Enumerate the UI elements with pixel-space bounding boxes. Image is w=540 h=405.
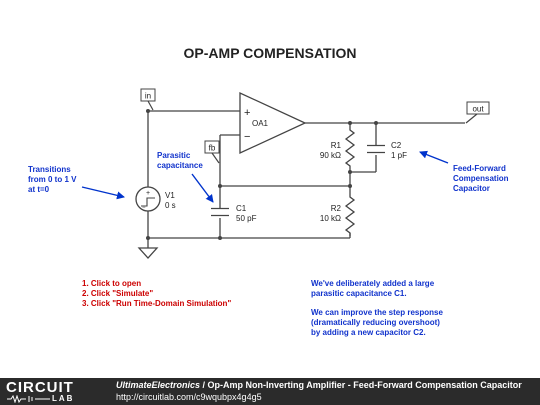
- svg-text:Transitions: Transitions: [28, 165, 71, 174]
- opamp-oa1[interactable]: + − OA1: [239, 91, 307, 155]
- v1-plus-sign: +: [146, 190, 150, 197]
- svg-text:parasitic capacitance C1.: parasitic capacitance C1.: [311, 289, 407, 298]
- title-separator: /: [200, 380, 208, 390]
- instruction-simulate: 2. Click "Simulate": [82, 289, 153, 298]
- v1-name: V1: [165, 191, 175, 200]
- voltage-source-v1[interactable]: + − V1 0 s: [135, 186, 176, 212]
- schematic-title: OP-AMP COMPENSATION: [184, 45, 357, 61]
- logo-text-bottom: LAB: [52, 394, 75, 403]
- logo-wave-icon: [7, 395, 50, 403]
- svg-text:from 0 to 1 V: from 0 to 1 V: [28, 175, 77, 184]
- r1-name: R1: [331, 141, 342, 150]
- arrow-icon: [81, 186, 125, 200]
- logo-text-top: CIRCUIT: [6, 379, 74, 396]
- arrow-icon: [191, 173, 214, 203]
- annotation-parasitic: Parasitic capacitance: [157, 151, 203, 170]
- svg-text:Parasitic: Parasitic: [157, 151, 191, 160]
- node-fb-label: fb: [204, 140, 220, 164]
- svg-text:fb: fb: [209, 144, 216, 153]
- junction-dots: [146, 109, 378, 240]
- annotation-transitions: Transitions from 0 to 1 V at t=0: [28, 165, 77, 194]
- r1-value: 90 kΩ: [320, 151, 341, 160]
- svg-text:capacitance: capacitance: [157, 161, 203, 170]
- circuitlab-logo[interactable]: CIRCUIT LAB: [6, 380, 92, 403]
- circuit-title: Op-Amp Non-Inverting Amplifier - Feed-Fo…: [207, 380, 522, 390]
- svg-text:in: in: [145, 92, 151, 101]
- c2-value: 1 pF: [391, 151, 407, 160]
- r2-name: R2: [331, 204, 342, 213]
- instruction-open: 1. Click to open: [82, 279, 141, 288]
- svg-text:Compensation: Compensation: [453, 174, 509, 183]
- author-link[interactable]: UltimateElectronics: [116, 380, 201, 390]
- opamp-minus-terminal: −: [244, 131, 250, 143]
- c2-name: C2: [391, 141, 402, 150]
- resistor-r1[interactable]: R1 90 kΩ: [320, 126, 356, 170]
- instructions-list: 1. Click to open 2. Click "Simulate" 3. …: [82, 279, 231, 308]
- svg-text:(dramatically reducing oversho: (dramatically reducing overshoot): [311, 318, 440, 327]
- svg-text:We can improve the step respon: We can improve the step response: [311, 308, 443, 317]
- capacitor-c1[interactable]: C1 50 pF: [209, 204, 257, 223]
- c1-name: C1: [236, 204, 247, 213]
- resistor-r2[interactable]: R2 10 kΩ: [320, 193, 356, 236]
- svg-text:out: out: [472, 105, 484, 114]
- footer-bar: CIRCUIT LAB UltimateElectronics / Op-Amp…: [0, 378, 540, 405]
- schematic-canvas: OP-AMP COMPENSATION in fb out + − OA1: [28, 45, 509, 337]
- r2-value: 10 kΩ: [320, 214, 341, 223]
- c1-value: 50 pF: [236, 214, 257, 223]
- footer-title-line: UltimateElectronics / Op-Amp Non-Inverti…: [116, 380, 522, 391]
- svg-text:by adding a new capacitor C2.: by adding a new capacitor C2.: [311, 328, 426, 337]
- node-in-label: in: [140, 88, 156, 111]
- v1-minus-sign: −: [142, 205, 146, 211]
- svg-text:at t=0: at t=0: [28, 185, 50, 194]
- svg-text:We've deliberately added a lar: We've deliberately added a large: [311, 279, 435, 288]
- step-waveform-icon: [141, 197, 155, 207]
- annotation-feedforward: Feed-Forward Compensation Capacitor: [453, 164, 509, 193]
- svg-text:Feed-Forward: Feed-Forward: [453, 164, 506, 173]
- capacitor-c2[interactable]: C2 1 pF: [365, 141, 407, 160]
- arrow-icon: [419, 150, 449, 164]
- opamp-plus-terminal: +: [244, 107, 250, 119]
- v1-value: 0 s: [165, 201, 176, 210]
- opamp-name: OA1: [252, 119, 269, 128]
- ground-symbol: [137, 247, 159, 259]
- circuit-url-link[interactable]: http://circuitlab.com/c9wqubpx4g4g5: [116, 392, 262, 402]
- node-out-label: out: [465, 101, 490, 124]
- instruction-run: 3. Click "Run Time-Domain Simulation": [82, 299, 231, 308]
- svg-text:Capacitor: Capacitor: [453, 184, 490, 193]
- notes-text: We've deliberately added a large parasit…: [311, 279, 443, 337]
